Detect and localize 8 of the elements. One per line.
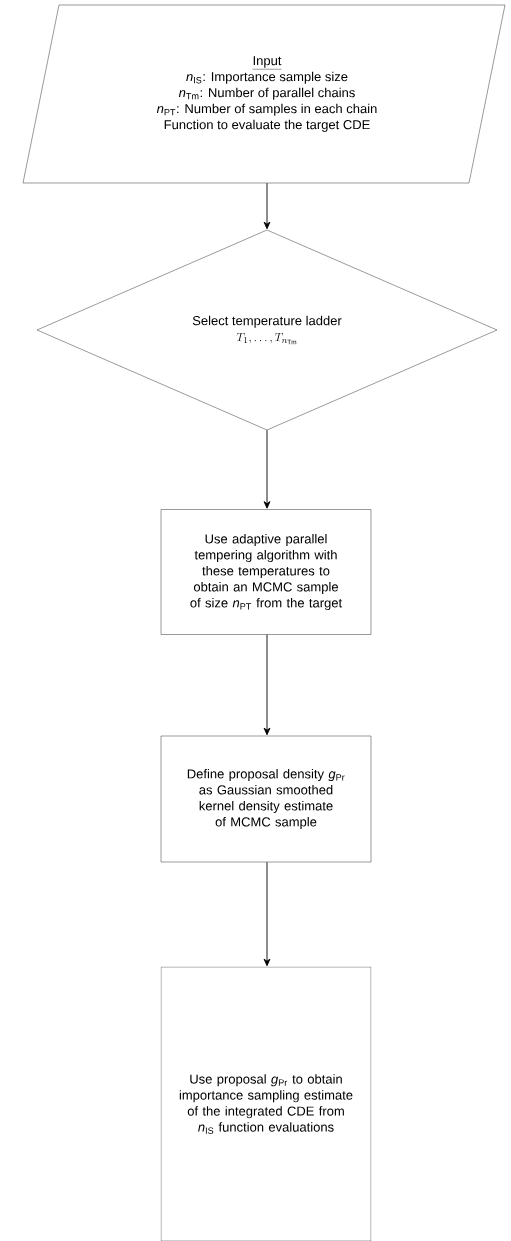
process-box: Use proposal g$_{Pr}$ to obtain importance sampling estimate of the integrated CDE from n$_{IS}$ function evaluations (160, 966, 372, 1241)
input-parallelogram: Input n$_{IS}$: Importance sample size n$_{Tm}$: Number of parallel chains n$_{PT}$: Number of samples in each chain Function to evaluate the target CDE (22, 4, 506, 184)
arrow (263, 182, 271, 230)
process-box: Define proposal density g$_{Pr}$ as Gaussian smoothed kernel density estimate of MCMC sample (160, 735, 372, 863)
arrow (263, 861, 271, 967)
arrow (263, 429, 271, 509)
process-box: Use adaptive parallel tempering algorithm with these temperatures to obtain an MCMC sample of size n$_{PT}$ from the target (160, 509, 372, 635)
arrow (263, 634, 271, 736)
